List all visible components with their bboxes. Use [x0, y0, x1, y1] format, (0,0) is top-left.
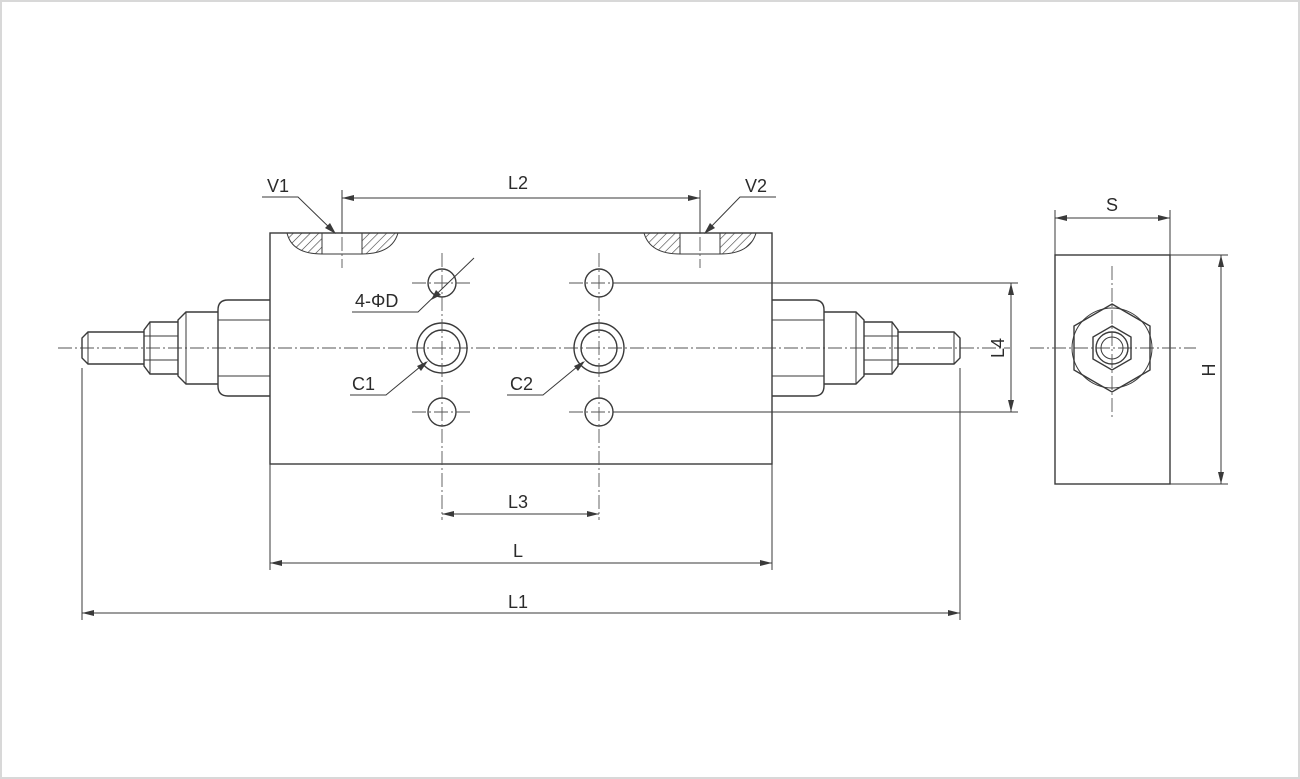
hex-nut: [1073, 303, 1151, 393]
label-h: H: [1199, 364, 1219, 377]
side-view: S H: [1030, 195, 1228, 485]
leader-v2: V2: [704, 176, 776, 234]
label-c2: C2: [510, 374, 533, 394]
label-v2: V2: [745, 176, 767, 196]
label-l1: L1: [508, 592, 528, 612]
leader-holes: 4-ΦD: [352, 257, 475, 313]
label-l: L: [513, 541, 523, 561]
dimension-l: L: [269, 464, 773, 570]
dimension-l3: L3: [442, 492, 599, 517]
label-holes: 4-ΦD: [355, 291, 398, 311]
label-l4: L4: [988, 338, 1008, 358]
dimension-l2: L2: [341, 173, 701, 233]
leader-c2: C2: [507, 361, 585, 396]
dimension-l4: L4: [613, 282, 1018, 413]
dimension-h: H: [1170, 254, 1228, 485]
left-cartridge: [81, 299, 270, 397]
side-body: [1054, 254, 1171, 485]
front-view: L2 V1 V2 4-ΦD C1 C2: [58, 173, 1018, 620]
label-s: S: [1106, 195, 1118, 215]
leader-c1: C1: [350, 361, 428, 396]
label-l3: L3: [508, 492, 528, 512]
dimension-l1: L1: [81, 368, 961, 620]
label-l2: L2: [508, 173, 528, 193]
valve-body: [269, 232, 773, 465]
right-cartridge: [772, 299, 961, 397]
label-c1: C1: [352, 374, 375, 394]
label-v1: V1: [267, 176, 289, 196]
port-v2-section: [643, 215, 757, 268]
mounting-holes: [427, 268, 614, 427]
dimension-s: S: [1054, 195, 1171, 255]
leader-v1: V1: [262, 176, 336, 234]
